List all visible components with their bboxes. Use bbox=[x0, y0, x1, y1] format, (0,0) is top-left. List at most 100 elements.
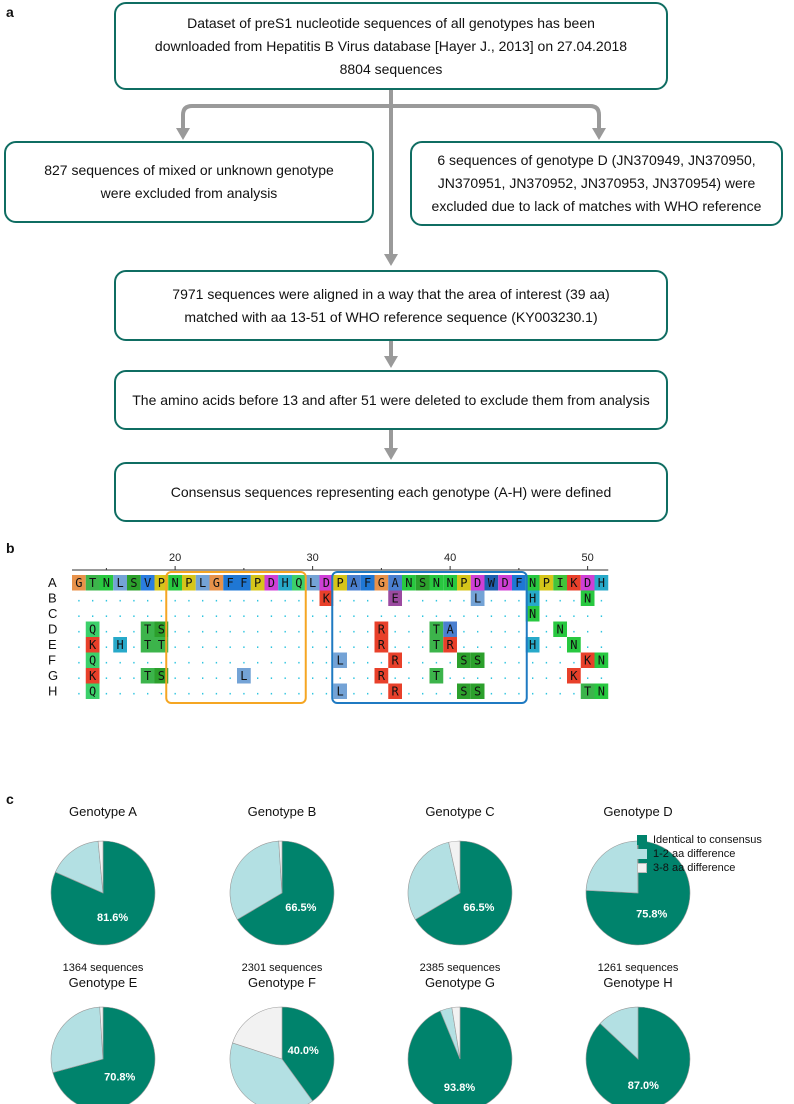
residue-dot: . bbox=[213, 669, 220, 682]
residue-dot: . bbox=[172, 592, 179, 605]
residue-cell-K bbox=[580, 652, 595, 668]
residue-dot: . bbox=[254, 685, 261, 698]
residue-cell-N bbox=[580, 590, 595, 606]
residue-dot: . bbox=[378, 685, 385, 698]
residue-dot: . bbox=[309, 638, 316, 651]
residue-dot: . bbox=[557, 592, 564, 605]
residue-dot: . bbox=[199, 607, 206, 620]
residue-cell-A bbox=[347, 575, 361, 591]
residue-dot: . bbox=[89, 607, 96, 620]
residue-dot: . bbox=[364, 607, 371, 620]
residue-dot: . bbox=[337, 638, 344, 651]
residue-cell-D bbox=[580, 575, 595, 591]
residue-letter: S bbox=[158, 623, 165, 637]
pie-chart-6: Genotype F40.0%247 sequences bbox=[229, 975, 335, 1104]
residue-letter: F bbox=[227, 576, 234, 590]
residue-dot: . bbox=[419, 623, 426, 636]
residue-dot: . bbox=[254, 638, 261, 651]
residue-dot: . bbox=[199, 623, 206, 636]
residue-letter: G bbox=[213, 576, 220, 590]
residue-letter: I bbox=[557, 576, 564, 590]
residue-dot: . bbox=[392, 623, 399, 636]
residue-cell-Q bbox=[292, 575, 306, 591]
residue-cell-H bbox=[525, 637, 540, 653]
residue-cell-K bbox=[85, 637, 100, 653]
residue-dot: . bbox=[488, 669, 495, 682]
residue-dot: . bbox=[103, 638, 110, 651]
residue-dot: . bbox=[227, 623, 234, 636]
residue-dot: . bbox=[351, 607, 358, 620]
residue-dot: . bbox=[158, 592, 165, 605]
residue-dot: . bbox=[543, 685, 550, 698]
panel-c-label: c bbox=[6, 791, 14, 807]
residue-dot: . bbox=[351, 685, 358, 698]
residue-letter: Q bbox=[295, 576, 302, 590]
pie-caption: 1364 sequences bbox=[63, 962, 144, 974]
residue-cell-H bbox=[525, 590, 540, 606]
residue-cell-P bbox=[154, 575, 169, 591]
residue-dot: . bbox=[502, 623, 509, 636]
residue-dot: . bbox=[516, 623, 523, 636]
residue-letter: F bbox=[364, 576, 371, 590]
residue-cell-H bbox=[113, 637, 127, 653]
residue-cell-D bbox=[319, 575, 334, 591]
residue-dot: . bbox=[296, 638, 303, 651]
pie-title: Genotype G bbox=[425, 975, 495, 990]
residue-letter: N bbox=[557, 623, 564, 637]
residue-dot: . bbox=[406, 669, 413, 682]
residue-letter: G bbox=[378, 576, 385, 590]
residue-dot: . bbox=[117, 654, 124, 667]
residue-dot: . bbox=[447, 685, 454, 698]
residue-letter: T bbox=[584, 685, 591, 699]
pie-slice bbox=[407, 841, 461, 920]
residue-cell-L bbox=[305, 575, 320, 591]
pie-value-label: 40.0% bbox=[288, 1045, 319, 1057]
pie-slice bbox=[52, 1006, 156, 1104]
residue-cell-P bbox=[539, 575, 554, 591]
residue-dot: . bbox=[241, 592, 248, 605]
residue-letter: A bbox=[447, 623, 455, 637]
residue-dot: . bbox=[172, 669, 179, 682]
residue-cell-K bbox=[319, 590, 334, 606]
residue-letter: P bbox=[543, 576, 550, 590]
flow-box-deleted: The amino acids before 13 and after 51 w… bbox=[114, 370, 668, 430]
residue-letter: T bbox=[433, 623, 440, 637]
residue-dot: . bbox=[76, 638, 83, 651]
pie-chart-3: Genotype C66.5%2385 sequences bbox=[407, 804, 513, 974]
residue-dot: . bbox=[543, 607, 550, 620]
residue-dot: . bbox=[323, 607, 330, 620]
residue-cell-P bbox=[333, 575, 347, 591]
residue-cell-S bbox=[470, 652, 485, 668]
residue-cell-G bbox=[209, 575, 224, 591]
residue-letter: H bbox=[598, 576, 605, 590]
residue-cell-T bbox=[429, 621, 444, 637]
residue-dot: . bbox=[571, 623, 578, 636]
residue-dot: . bbox=[502, 685, 509, 698]
pie-slice bbox=[448, 840, 461, 894]
flow-text: The amino acids before 13 and after 51 w… bbox=[132, 391, 650, 408]
residue-dot: . bbox=[584, 607, 591, 620]
residue-dot: . bbox=[557, 685, 564, 698]
pie-title: Genotype A bbox=[69, 804, 137, 819]
residue-cell-K bbox=[567, 575, 581, 591]
residue-dot: . bbox=[131, 654, 138, 667]
residue-dot: . bbox=[419, 669, 426, 682]
arrowhead-main-2 bbox=[384, 356, 398, 368]
flow-text: 827 sequences of mixed or unknown genoty… bbox=[44, 162, 334, 178]
genotype-label: A bbox=[48, 575, 57, 590]
residue-dot: . bbox=[103, 623, 110, 636]
legend-swatch-identical bbox=[637, 835, 647, 845]
residue-dot: . bbox=[598, 638, 605, 651]
residue-letter: L bbox=[337, 685, 344, 699]
residue-cell-R bbox=[374, 621, 389, 637]
residue-letter: K bbox=[584, 654, 592, 668]
residue-letter: K bbox=[570, 669, 578, 683]
pie-slice bbox=[281, 1006, 335, 1102]
residue-letter: N bbox=[570, 638, 577, 652]
residue-cell-F bbox=[360, 575, 375, 591]
panel-a-label: a bbox=[6, 4, 14, 20]
residue-letter: H bbox=[282, 576, 289, 590]
residue-letter: T bbox=[158, 638, 165, 652]
residue-dot: . bbox=[241, 685, 248, 698]
